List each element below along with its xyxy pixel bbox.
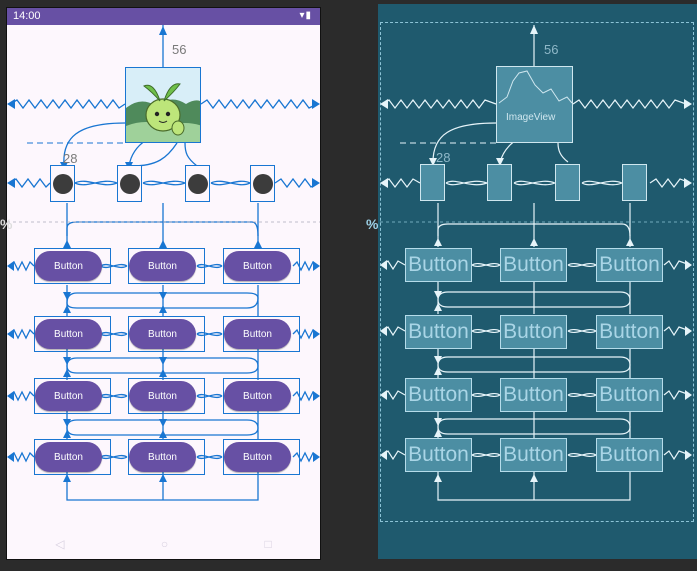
bp-button-r2-c2[interactable]: Button (500, 315, 567, 349)
recents-icon[interactable]: □ (264, 537, 272, 551)
bp-button-r1-c2[interactable]: Button (500, 248, 567, 282)
button-r3-c2[interactable]: Button (129, 381, 196, 411)
button-r3-c1[interactable]: Button (35, 381, 102, 411)
top-margin-label: 56 (172, 42, 187, 57)
bp-button-r3-c2[interactable]: Button (500, 378, 567, 412)
bp-percent-guideline-label: % (366, 216, 379, 232)
button-selection-box (223, 439, 300, 475)
bp-button-r4-c3[interactable]: Button (596, 438, 663, 472)
bp-button-r1-c1[interactable]: Button (405, 248, 472, 282)
button-selection-box (223, 316, 300, 352)
button-r2-c2[interactable]: Button (129, 319, 196, 349)
blueprint-image-view[interactable]: ImageView (496, 66, 573, 143)
constraint-lines (7, 25, 320, 501)
button-selection-box (223, 248, 300, 284)
bp-side-margin-label: 28 (436, 150, 451, 165)
button-r4-c1[interactable]: Button (35, 442, 102, 472)
dot-shape (187, 173, 208, 194)
bp-button-r3-c1[interactable]: Button (405, 378, 472, 412)
button-selection-box (128, 316, 205, 352)
design-surface[interactable]: 14:00 ▾▮ (6, 7, 321, 560)
button-r1-c2[interactable]: Button (129, 251, 196, 281)
dot-shape (119, 173, 140, 194)
button-r1-c1[interactable]: Button (35, 251, 102, 281)
bp-dot-view-3[interactable] (555, 164, 580, 201)
percent-guideline-label: % (0, 216, 13, 232)
dot-shape (52, 173, 73, 194)
button-selection-box (34, 248, 111, 284)
dot-shape (252, 173, 273, 194)
bp-dot-view-2[interactable] (487, 164, 512, 201)
button-selection-box (128, 248, 205, 284)
image-view-label: ImageView (506, 112, 556, 123)
dot-view-3[interactable] (185, 165, 210, 202)
button-selection-box (34, 439, 111, 475)
navigation-bar: ◁ ○ □ (7, 529, 320, 559)
image-view[interactable] (125, 67, 201, 143)
button-selection-box (128, 439, 205, 475)
button-selection-box (34, 316, 111, 352)
bp-button-r1-c3[interactable]: Button (596, 248, 663, 282)
button-r4-c3[interactable]: Button (224, 442, 291, 472)
status-time: 14:00 (13, 10, 41, 22)
button-selection-box (128, 378, 205, 414)
dot-view-1[interactable] (50, 165, 75, 202)
button-r2-c3[interactable]: Button (224, 319, 291, 349)
bp-button-r4-c2[interactable]: Button (500, 438, 567, 472)
dot-view-2[interactable] (117, 165, 142, 202)
bp-button-r2-c3[interactable]: Button (596, 315, 663, 349)
wifi-battery-icon: ▾▮ (299, 10, 312, 21)
side-margin-label: 28 (63, 151, 78, 166)
button-selection-box (34, 378, 111, 414)
button-r2-c1[interactable]: Button (35, 319, 102, 349)
button-selection-box (223, 378, 300, 414)
dot-view-4[interactable] (250, 165, 275, 202)
back-icon[interactable]: ◁ (55, 537, 65, 551)
bp-button-r2-c1[interactable]: Button (405, 315, 472, 349)
image-preview-outline (498, 70, 573, 104)
button-r1-c3[interactable]: Button (224, 251, 291, 281)
bp-top-margin-label: 56 (544, 42, 559, 57)
button-r4-c2[interactable]: Button (129, 442, 196, 472)
bp-button-r4-c1[interactable]: Button (405, 438, 472, 472)
bp-dot-view-4[interactable] (622, 164, 647, 201)
button-r3-c3[interactable]: Button (224, 381, 291, 411)
home-icon[interactable]: ○ (160, 537, 169, 551)
blueprint-screen-bounds (380, 22, 694, 522)
bp-dot-view-1[interactable] (420, 164, 445, 201)
bp-button-r3-c3[interactable]: Button (596, 378, 663, 412)
status-bar: 14:00 ▾▮ (7, 8, 320, 25)
mascot-image (126, 68, 200, 142)
